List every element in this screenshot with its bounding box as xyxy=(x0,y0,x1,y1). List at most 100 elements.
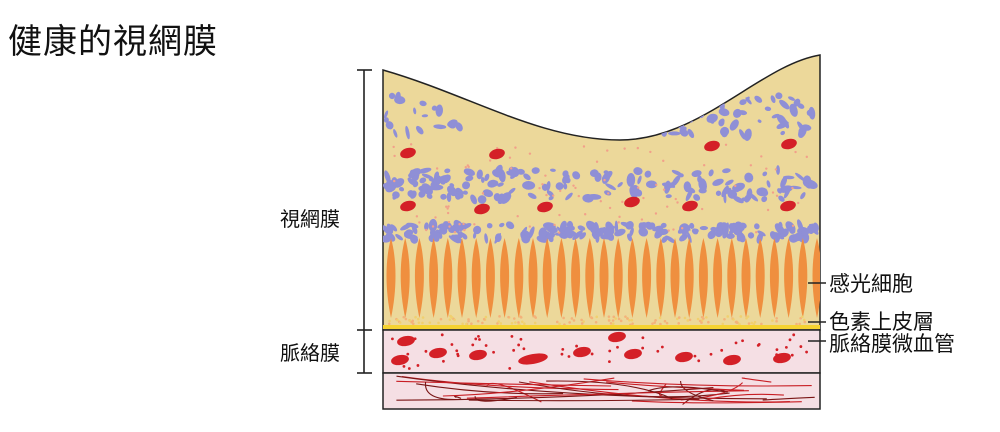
blue-cell xyxy=(528,226,535,240)
rpe-granule xyxy=(594,320,598,324)
blue-cell xyxy=(617,182,623,188)
rpe-granule xyxy=(659,322,662,326)
speckle xyxy=(418,221,421,224)
rpe-granule xyxy=(609,321,613,325)
rpe-granule xyxy=(514,321,517,324)
rpe-granule xyxy=(698,319,702,323)
speckle xyxy=(446,211,450,215)
blue-cell xyxy=(760,188,769,197)
speckle xyxy=(666,205,669,208)
speckle xyxy=(734,184,737,188)
blue-cell xyxy=(499,222,505,228)
blue-cell xyxy=(554,232,563,236)
speckle xyxy=(755,230,758,234)
rpe-granule xyxy=(683,316,687,320)
photoreceptor-cell xyxy=(727,238,737,318)
blue-cell xyxy=(569,230,577,237)
capillary-dot xyxy=(616,345,619,349)
rpe-granule xyxy=(408,319,412,322)
rpe-granule xyxy=(439,317,443,321)
blue-cell xyxy=(587,193,602,200)
speckle xyxy=(447,205,450,208)
blue-cell xyxy=(417,167,432,174)
photoreceptor-cell xyxy=(713,238,723,318)
blue-cell xyxy=(410,235,419,244)
blue-cell xyxy=(523,173,531,181)
blue-cell xyxy=(408,173,414,179)
blue-cell xyxy=(385,121,394,130)
rpe-granule xyxy=(665,321,669,325)
blue-cell xyxy=(462,181,471,190)
capillary-dot xyxy=(416,364,420,367)
speckle xyxy=(617,221,620,224)
capillary-dot xyxy=(424,349,428,353)
blue-cell xyxy=(419,177,427,184)
choroid-vessel xyxy=(466,390,749,399)
rpe-granule xyxy=(402,315,406,319)
blue-cell xyxy=(603,170,609,175)
choroid-vessel xyxy=(416,383,564,395)
capillary-dot xyxy=(729,359,733,363)
blue-cell xyxy=(522,181,536,190)
rpe-granule xyxy=(414,315,417,319)
rpe-granule xyxy=(411,322,415,326)
speckle xyxy=(603,178,606,182)
blue-cell xyxy=(444,168,451,174)
rpe-granule xyxy=(723,317,726,321)
blue-cell xyxy=(419,100,427,107)
speckle xyxy=(791,224,795,227)
blue-cell xyxy=(497,182,504,187)
speckle xyxy=(558,213,561,217)
capillary-dot xyxy=(660,345,664,349)
blue-cell xyxy=(795,172,806,182)
capillary-dot xyxy=(792,333,796,337)
blue-cell xyxy=(487,179,498,188)
blue-cell xyxy=(384,170,391,184)
rpe-granule xyxy=(404,317,408,321)
blue-cell xyxy=(383,117,389,123)
blue-cell xyxy=(629,227,634,237)
blue-cell xyxy=(633,167,643,176)
blue-cell xyxy=(789,228,796,234)
blue-cell xyxy=(744,172,754,183)
rpe-granule xyxy=(630,318,634,322)
speckle xyxy=(805,155,808,159)
blue-cell xyxy=(670,97,680,105)
capillary-dot xyxy=(608,349,612,353)
blue-cell xyxy=(603,226,613,240)
speckle xyxy=(577,194,581,198)
blue-cell xyxy=(508,166,516,178)
blue-cell xyxy=(420,186,428,192)
rpe-granule xyxy=(688,318,692,322)
blue-cell xyxy=(455,122,463,132)
blue-cell xyxy=(691,170,702,178)
capillary-dot xyxy=(741,339,744,343)
choroid-bracket xyxy=(357,330,372,374)
speckle xyxy=(672,228,675,231)
blue-cell xyxy=(393,129,398,138)
blue-cell xyxy=(778,195,785,202)
speckle xyxy=(514,146,517,149)
blue-cell xyxy=(783,185,791,199)
blue-cell xyxy=(766,180,771,188)
blue-cell xyxy=(718,108,730,117)
speckle xyxy=(655,183,658,187)
blue-cell xyxy=(800,192,806,200)
capillary-dot xyxy=(406,352,410,356)
red-blood-cell xyxy=(400,147,416,159)
blue-cell xyxy=(722,168,731,174)
blue-cell xyxy=(394,96,406,105)
blue-cell xyxy=(499,192,512,204)
speckle xyxy=(431,225,435,228)
speckle xyxy=(509,167,513,170)
blue-cell xyxy=(418,190,426,198)
capillary-dot xyxy=(560,352,564,356)
blue-cell xyxy=(600,226,606,233)
speckle xyxy=(574,186,577,190)
choroid-vessel xyxy=(396,380,612,387)
blue-cell xyxy=(405,229,414,236)
blue-cell xyxy=(736,231,746,243)
blue-cell xyxy=(458,231,463,235)
blue-cell xyxy=(797,219,804,232)
